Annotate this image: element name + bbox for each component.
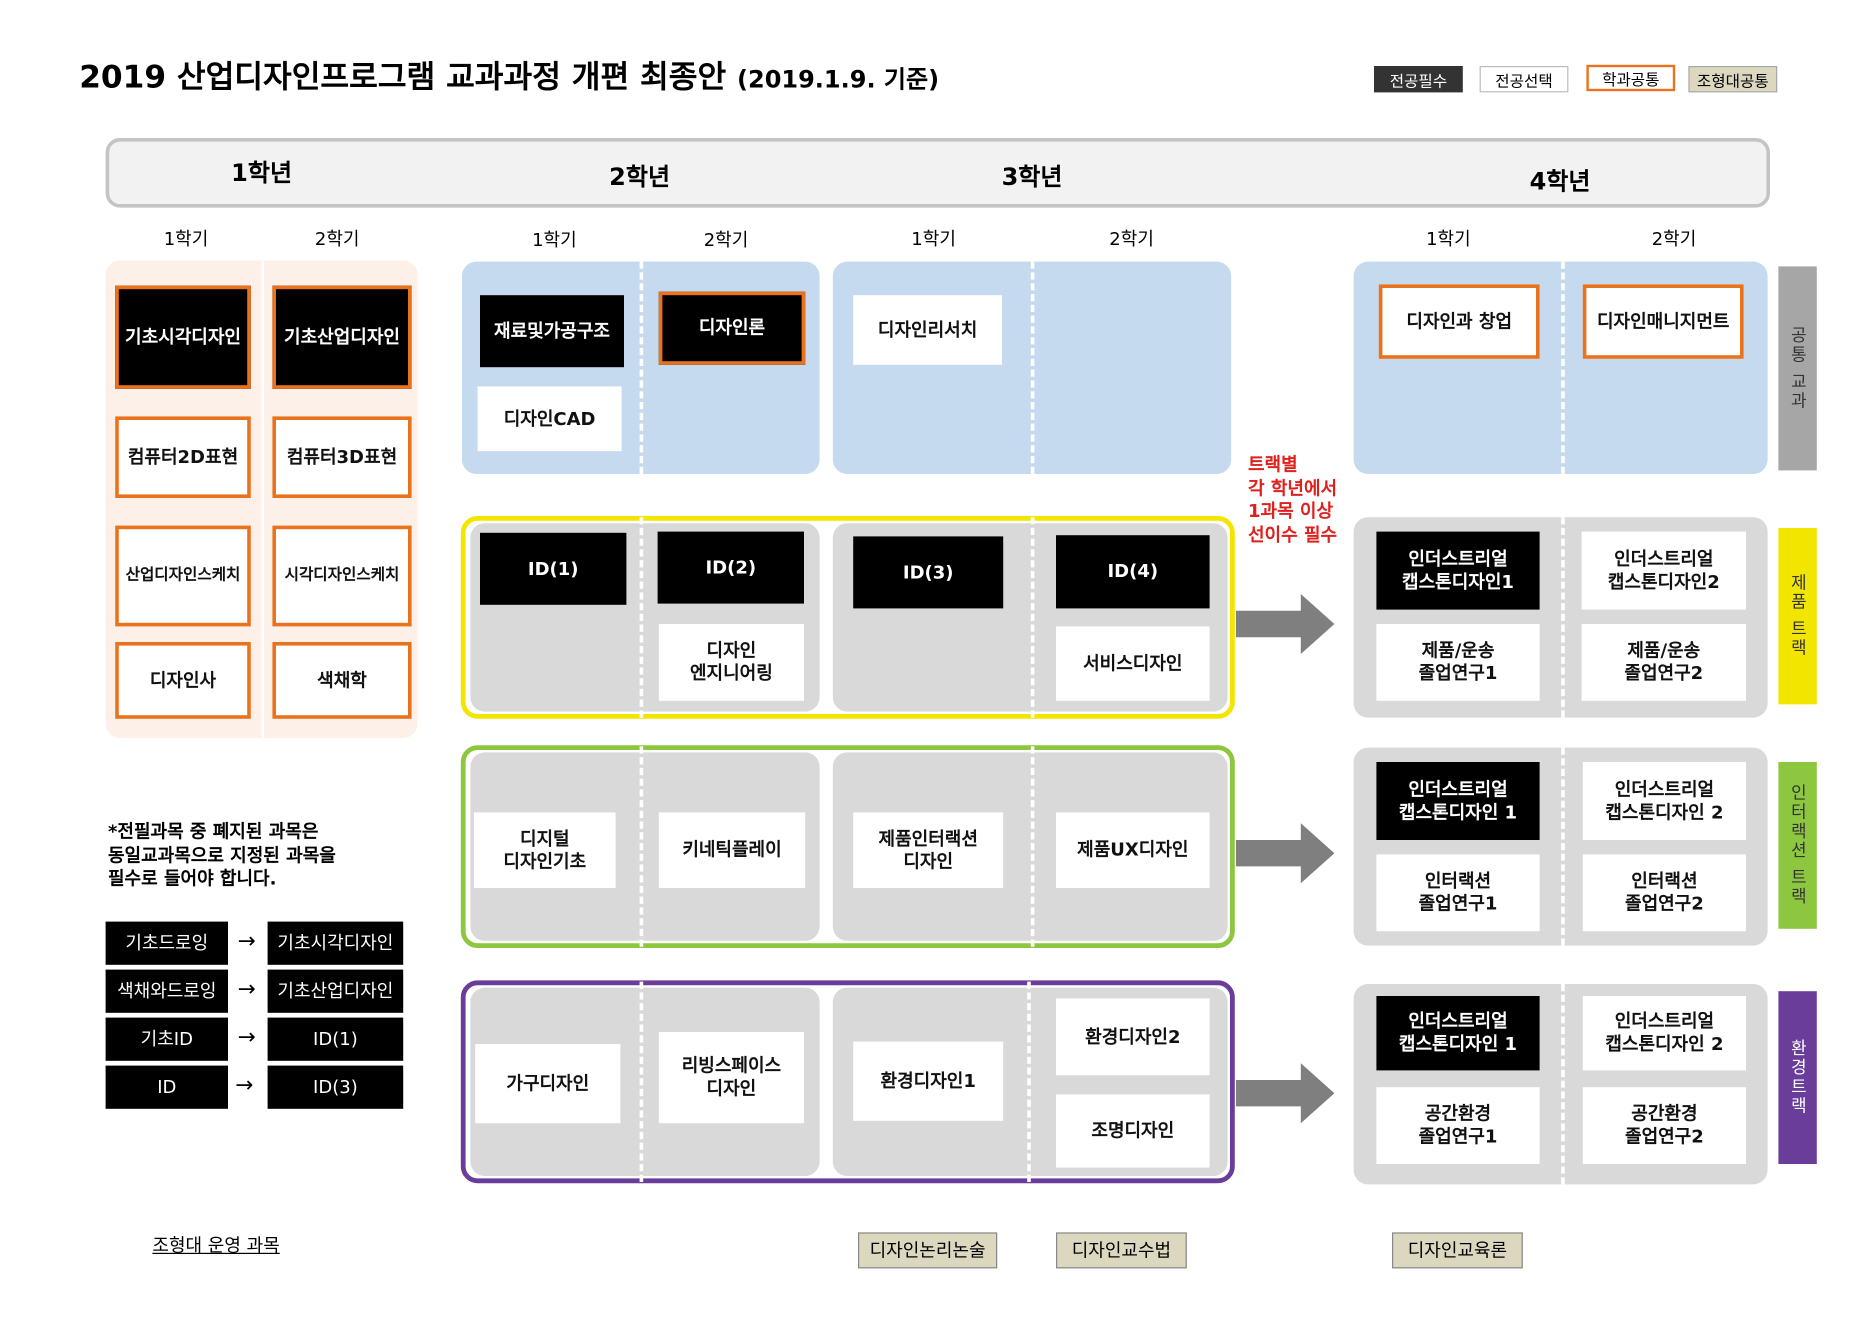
product-side-label: 제품 트랙 <box>1778 528 1817 705</box>
divider <box>1027 981 1031 1182</box>
year-4: 4학년 <box>1529 166 1591 196</box>
divider <box>1030 517 1035 718</box>
college-course: 디자인교수법 <box>1056 1232 1187 1269</box>
course-box: 환경디자인2 <box>1056 998 1210 1076</box>
course-box: 가구디자인 <box>475 1044 621 1124</box>
semester-label: 1학기 <box>532 229 577 251</box>
divider <box>1561 517 1565 718</box>
interaction-side-label: 인터랙션 트랙 <box>1778 762 1817 929</box>
course-box: 키네틱플레이 <box>658 812 806 889</box>
course-box: 공간환경 졸업연구2 <box>1582 1087 1747 1164</box>
course-box: 디자인 엔지니어링 <box>658 624 805 701</box>
old-course: ID <box>105 1065 229 1109</box>
course-box: 리빙스페이스 디자인 <box>658 1032 805 1124</box>
year-1: 1학년 <box>231 158 293 188</box>
course-box: 제품/운송 졸업연구2 <box>1581 624 1747 701</box>
course-box: 인터랙션 졸업연구1 <box>1376 854 1540 932</box>
course-box: 공간환경 졸업연구1 <box>1376 1087 1540 1164</box>
course-box: 기초산업디자인 <box>272 285 412 389</box>
course-box: 컴퓨터3D표현 <box>272 416 412 499</box>
divider <box>639 746 644 947</box>
arrow-right-icon: → <box>237 976 256 1003</box>
semester-label: 1학기 <box>1426 228 1471 250</box>
title-text: 2019 산업디자인프로그램 교과과정 개편 최종안 <box>79 60 727 96</box>
course-box: 기초시각디자인 <box>115 285 251 389</box>
college-course: 디자인교육론 <box>1392 1232 1523 1269</box>
course-box: 인더스트리얼 캡스톤디자인 1 <box>1376 762 1540 841</box>
new-course: ID(3) <box>267 1065 404 1109</box>
old-course: 색채와드로잉 <box>105 969 229 1013</box>
semester-label: 2학기 <box>314 228 360 250</box>
divider <box>1030 746 1035 947</box>
semester-label: 1학기 <box>911 228 956 250</box>
year-3: 3학년 <box>1001 162 1063 191</box>
course-box: 재료및가공구조 <box>480 295 624 368</box>
course-box: ID(4) <box>1056 535 1210 609</box>
course-box: 제품인터랙션 디자인 <box>853 812 1004 889</box>
course-box: 컴퓨터2D표현 <box>115 416 251 499</box>
course-box: 인더스트리얼 캡스톤디자인 2 <box>1582 996 1747 1071</box>
course-box: 인더스트리얼 캡스톤디자인2 <box>1581 531 1747 610</box>
new-course: 기초시각디자인 <box>267 921 404 965</box>
divider <box>639 261 644 475</box>
arrow-right-icon: → <box>237 1024 256 1050</box>
legend-college-common: 조형대공통 <box>1688 66 1778 93</box>
course-box: 인터랙션 졸업연구2 <box>1582 854 1747 932</box>
course-box: 서비스디자인 <box>1056 626 1210 701</box>
new-course: 기초산업디자인 <box>267 969 404 1013</box>
track-requirement-note: 트랙별 각 학년에서 1과목 이상 선이수 필수 <box>1248 453 1338 546</box>
legend-major-required: 전공필수 <box>1374 66 1463 93</box>
divider <box>261 260 264 738</box>
page-title: 2019 산업디자인프로그램 교과과정 개편 최종안 (2019.1.9. 기준… <box>79 53 939 97</box>
course-box: 디자인매니지먼트 <box>1582 284 1744 359</box>
old-course: 기초ID <box>105 1017 229 1061</box>
divider <box>1561 984 1565 1185</box>
arrow-right-icon <box>1236 594 1335 654</box>
course-box: 디자인리서치 <box>853 295 1003 365</box>
arrow-right-icon: → <box>235 1072 254 1098</box>
semester-label: 2학기 <box>1109 228 1154 250</box>
course-box: 인더스트리얼 캡스톤디자인 1 <box>1376 996 1540 1071</box>
divider <box>1561 747 1565 946</box>
course-box: 디자인과 창업 <box>1378 284 1540 359</box>
course-box: 디자인론 <box>658 291 806 365</box>
new-course: ID(1) <box>267 1017 404 1061</box>
common-side-label: 공통 교과 <box>1778 266 1817 471</box>
year-2: 2학년 <box>609 162 671 191</box>
divider <box>1561 261 1565 475</box>
semester-label: 2학기 <box>1651 228 1697 250</box>
arrow-right-icon <box>1236 823 1335 884</box>
legend-dept-common: 학과공통 <box>1586 64 1676 92</box>
course-box: 시각디자인스케치 <box>272 525 412 627</box>
divider <box>1030 261 1035 475</box>
title-date: (2019.1.9. 기준) <box>737 64 940 94</box>
semester-label: 1학기 <box>163 228 209 250</box>
course-box: ID(1) <box>480 532 627 605</box>
environment-side-label: 환경트랙 <box>1778 991 1817 1164</box>
abolished-note: *전필과목 중 폐지된 과목은 동일교과목으로 지정된 과목을 필수로 들어야 … <box>108 820 336 890</box>
course-box: 제품/운송 졸업연구1 <box>1376 624 1540 701</box>
college-course: 디자인논리논술 <box>858 1232 998 1269</box>
college-courses-label: 조형대 운영 과목 <box>152 1234 280 1257</box>
course-box: 색채학 <box>272 642 412 719</box>
course-box: 디자인사 <box>115 642 251 719</box>
course-box: 환경디자인1 <box>853 1041 1004 1121</box>
arrow-right-icon <box>1236 1063 1335 1124</box>
course-box: 인더스트리얼 캡스톤디자인1 <box>1376 531 1540 610</box>
course-box: 제품UX디자인 <box>1056 812 1210 889</box>
course-box: 조명디자인 <box>1056 1094 1210 1168</box>
course-box: 디지털 디자인기초 <box>474 812 616 889</box>
year-header-bar <box>105 138 1771 208</box>
course-box: 산업디자인스케치 <box>115 525 251 627</box>
legend-major-elective: 전공선택 <box>1479 66 1569 93</box>
course-box: ID(2) <box>657 531 805 604</box>
course-box: 디자인CAD <box>477 386 622 452</box>
divider <box>639 517 644 718</box>
arrow-right-icon: → <box>237 928 256 955</box>
semester-label: 2학기 <box>703 229 749 251</box>
old-course: 기초드로잉 <box>105 921 229 965</box>
course-box: ID(3) <box>853 536 1004 609</box>
course-box: 인더스트리얼 캡스톤디자인 2 <box>1582 762 1747 841</box>
divider <box>639 981 644 1182</box>
